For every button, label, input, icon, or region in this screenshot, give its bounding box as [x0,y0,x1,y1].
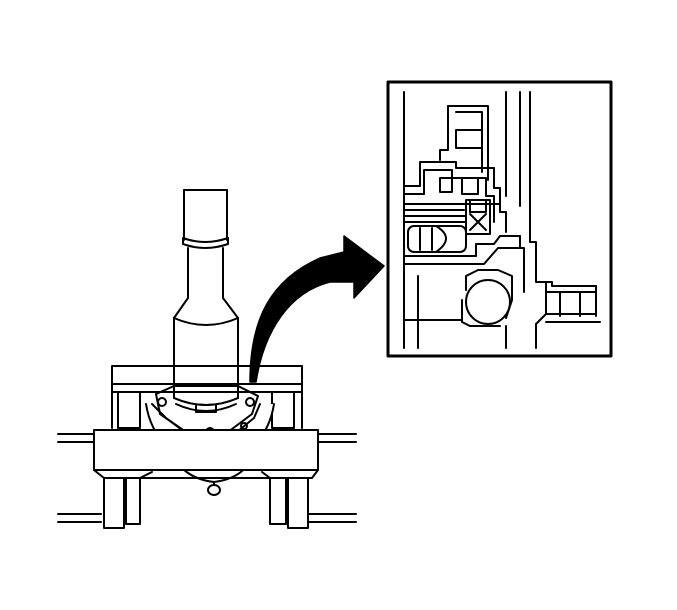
detail-inset [386,80,613,358]
detail-callout-arrow [249,235,385,383]
press-ram [182,189,229,249]
fixture-front [93,429,319,529]
inset-cross-section [403,91,601,349]
fixture-rear-posts [117,391,295,429]
